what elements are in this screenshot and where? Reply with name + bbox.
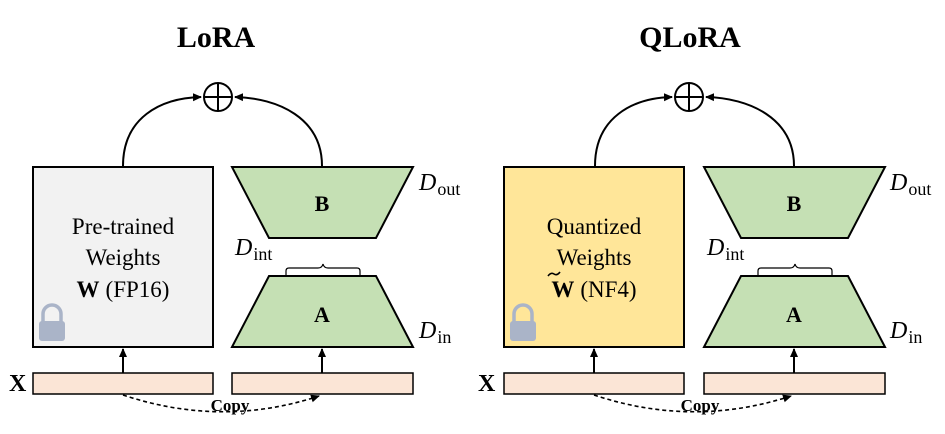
- copy-arrow: [122, 394, 320, 413]
- weights-label-line1: Pre-trained: [72, 214, 175, 239]
- d-in-label: Din: [889, 318, 922, 347]
- weights-to-sum-arrow: [122, 93, 202, 167]
- adapter-b-trapezoid: [230, 166, 415, 239]
- tilde-icon: [547, 271, 561, 277]
- d-out-label: Dout: [889, 170, 931, 199]
- weights-label-line2: Weights: [557, 245, 632, 270]
- weights-label-line1: Quantized: [547, 214, 642, 239]
- adapter-b-label: B: [787, 191, 802, 216]
- lock-icon: [39, 303, 65, 341]
- weights-format: (FP16): [106, 277, 170, 302]
- adapter-a-label: A: [786, 302, 802, 327]
- input-x-label: X: [478, 371, 496, 397]
- d-int-label: Dint: [234, 235, 272, 264]
- weights-label-line3: W(FP16): [77, 277, 170, 302]
- d-out-label: Dout: [418, 170, 460, 199]
- copy-label: Copy: [211, 396, 250, 415]
- rank-brace: [285, 263, 361, 275]
- weights-label-line3: W(NF4): [551, 277, 636, 302]
- pretrained-weights-box: [32, 166, 214, 348]
- qlora-title: QLoRA: [639, 21, 741, 54]
- circled-plus-icon: [203, 82, 233, 112]
- d-int-label: Dint: [706, 235, 744, 264]
- quantized-weights-box: [503, 166, 685, 348]
- input-bar-weights: [503, 372, 685, 395]
- weights-symbol: W: [551, 277, 574, 302]
- d-in-label: Din: [418, 318, 451, 347]
- adapter-b-trapezoid: [702, 166, 887, 239]
- input-x-label: X: [9, 371, 27, 397]
- lora-title: LoRA: [177, 21, 256, 54]
- input-bar-adapter: [703, 372, 886, 395]
- adapter-a-label: A: [314, 302, 330, 327]
- weights-label-line2: Weights: [86, 245, 161, 270]
- weights-format: (NF4): [580, 277, 636, 302]
- input-bar-adapter: [231, 372, 414, 395]
- circled-plus-icon: [674, 82, 704, 112]
- weights-to-sum-arrow: [594, 93, 673, 167]
- lora-panel: LoRA Pre-trained Weights W(FP16) B A Dou…: [9, 21, 460, 415]
- input-bar-weights: [32, 372, 214, 395]
- adapter-a-trapezoid: [230, 275, 415, 348]
- copy-label: Copy: [681, 396, 720, 415]
- adapter-a-trapezoid: [702, 275, 887, 348]
- weights-symbol: W: [77, 277, 100, 302]
- qlora-panel: QLoRA Quantized Weights W(NF4) B A Dout …: [478, 21, 931, 415]
- adapter-b-label: B: [315, 191, 330, 216]
- adapter-to-sum-arrow: [234, 93, 323, 167]
- adapter-to-sum-arrow: [705, 93, 795, 167]
- rank-brace: [757, 263, 833, 275]
- lock-icon: [510, 303, 536, 341]
- copy-arrow: [593, 394, 792, 413]
